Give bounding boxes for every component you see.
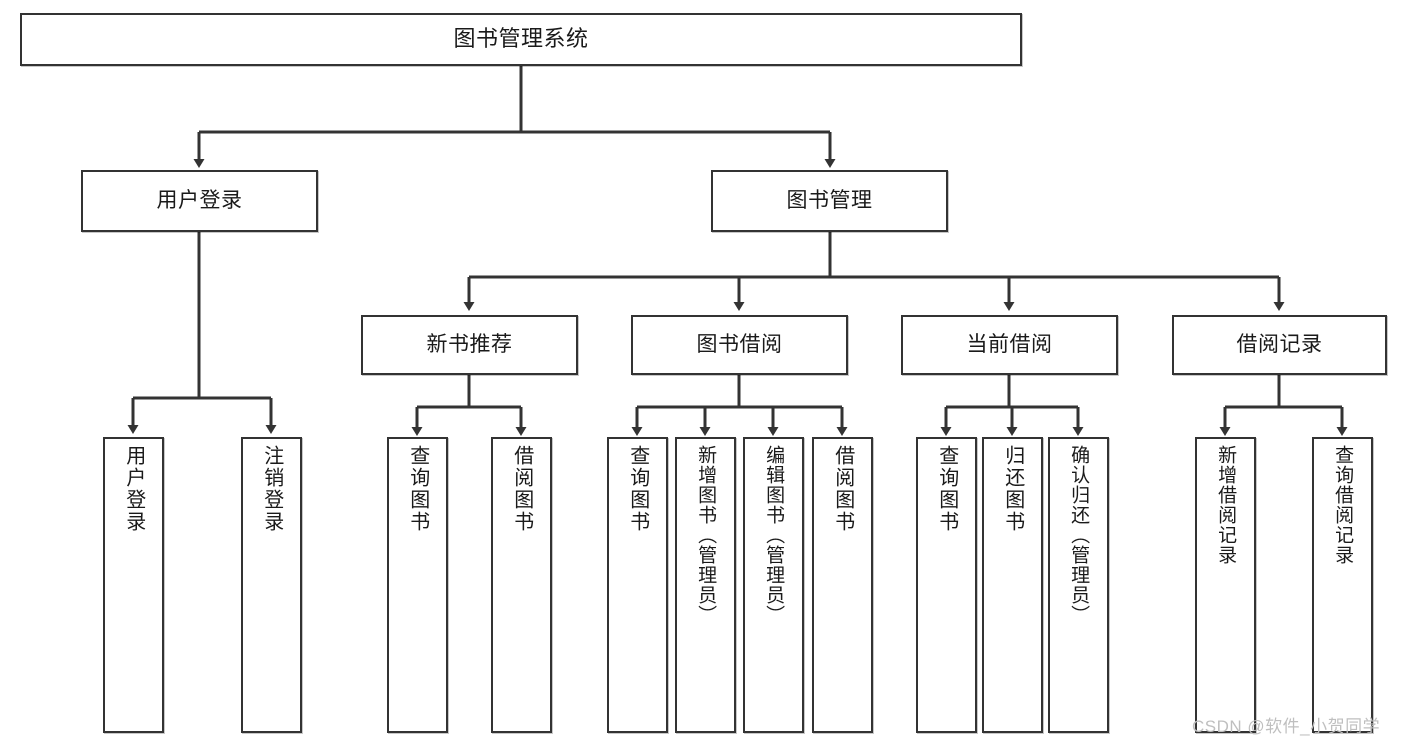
node-borrow-record[interactable]: 借阅记录 <box>1172 315 1387 375</box>
node-label: 借阅图书 <box>510 445 533 533</box>
leaf-current-return-book[interactable]: 归还图书 <box>982 437 1043 733</box>
node-label: 用户登录 <box>122 445 145 533</box>
node-label: 注销登录 <box>260 445 283 533</box>
node-label: 查询图书 <box>935 445 958 533</box>
node-book-management[interactable]: 图书管理 <box>711 170 948 232</box>
leaf-borrow-add-book[interactable]: 新增图书（管理员） <box>675 437 736 733</box>
leaf-recommend-borrow-book[interactable]: 借阅图书 <box>491 437 552 733</box>
node-label: 编辑图书（管理员） <box>763 445 785 625</box>
leaf-user-login-signout[interactable]: 注销登录 <box>241 437 302 733</box>
node-label: 查询图书 <box>406 445 429 533</box>
node-label: 用户登录 <box>156 188 243 212</box>
csdn-watermark: CSDN @软件_小贺同学 <box>1192 717 1381 736</box>
node-label: 图书管理 <box>786 188 873 212</box>
leaf-record-add-record[interactable]: 新增借阅记录 <box>1195 437 1256 733</box>
node-book-borrow[interactable]: 图书借阅 <box>631 315 848 375</box>
node-label: 新增借阅记录 <box>1215 445 1237 565</box>
leaf-current-confirm-return[interactable]: 确认归还（管理员） <box>1048 437 1109 733</box>
node-label: 归还图书 <box>1001 445 1024 533</box>
node-label: 新书推荐 <box>426 332 513 356</box>
node-label: 当前借阅 <box>966 332 1053 356</box>
node-user-login[interactable]: 用户登录 <box>81 170 318 232</box>
node-label: 确认归还（管理员） <box>1068 445 1090 625</box>
leaf-user-login-signin[interactable]: 用户登录 <box>103 437 164 733</box>
node-label: 图书管理系统 <box>453 26 589 52</box>
node-label: 查询借阅记录 <box>1332 445 1354 565</box>
node-label: 借阅图书 <box>831 445 854 533</box>
leaf-borrow-borrow-book[interactable]: 借阅图书 <box>812 437 873 733</box>
leaf-borrow-edit-book[interactable]: 编辑图书（管理员） <box>743 437 804 733</box>
node-current-borrow[interactable]: 当前借阅 <box>901 315 1118 375</box>
node-root-system[interactable]: 图书管理系统 <box>20 13 1022 66</box>
leaf-borrow-query-book[interactable]: 查询图书 <box>607 437 668 733</box>
node-label: 借阅记录 <box>1236 332 1323 356</box>
leaf-recommend-query-book[interactable]: 查询图书 <box>387 437 448 733</box>
leaf-record-query-record[interactable]: 查询借阅记录 <box>1312 437 1373 733</box>
node-label: 查询图书 <box>626 445 649 533</box>
leaf-current-query-book[interactable]: 查询图书 <box>916 437 977 733</box>
node-new-book-recommend[interactable]: 新书推荐 <box>361 315 578 375</box>
node-label: 图书借阅 <box>696 332 783 356</box>
node-label: 新增图书（管理员） <box>695 445 717 625</box>
